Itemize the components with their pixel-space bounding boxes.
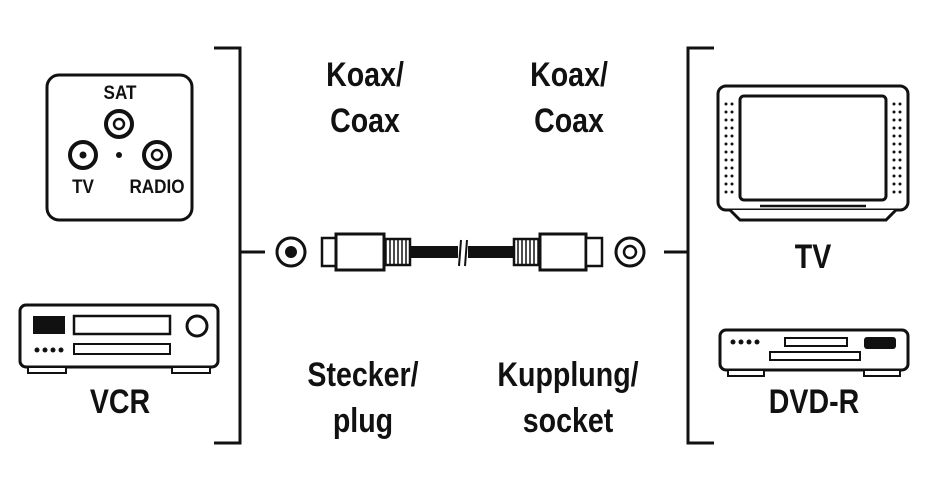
radio-port-label: RADIO: [129, 177, 185, 198]
right-bracket: [664, 46, 714, 445]
vcr-illustration: [18, 303, 220, 374]
dvd-r-label: DVD-R: [768, 383, 860, 421]
socket-label-line2: socket: [522, 402, 614, 440]
coax-label-left-line1: Koax/: [326, 56, 404, 94]
left-bracket: [214, 46, 265, 445]
tv-port-label: TV: [72, 177, 94, 198]
socket-label-line1: Kupplung/: [497, 356, 639, 394]
coax-label-right-line1: Koax/: [530, 56, 608, 94]
tv-illustration: [716, 84, 910, 222]
dvd-recorder-illustration: [718, 328, 910, 377]
tv-label: TV: [794, 238, 832, 276]
coax-label-right-line2: Coax: [534, 102, 604, 140]
plug-label-line1: Stecker/: [307, 356, 419, 394]
plug-label-line2: plug: [332, 402, 394, 440]
vcr-label: VCR: [89, 383, 151, 421]
wall-socket-illustration: [45, 73, 194, 222]
coax-label-left-line2: Coax: [330, 102, 400, 140]
coax-cable-illustration: [275, 232, 646, 272]
sat-port-label: SAT: [103, 83, 137, 104]
